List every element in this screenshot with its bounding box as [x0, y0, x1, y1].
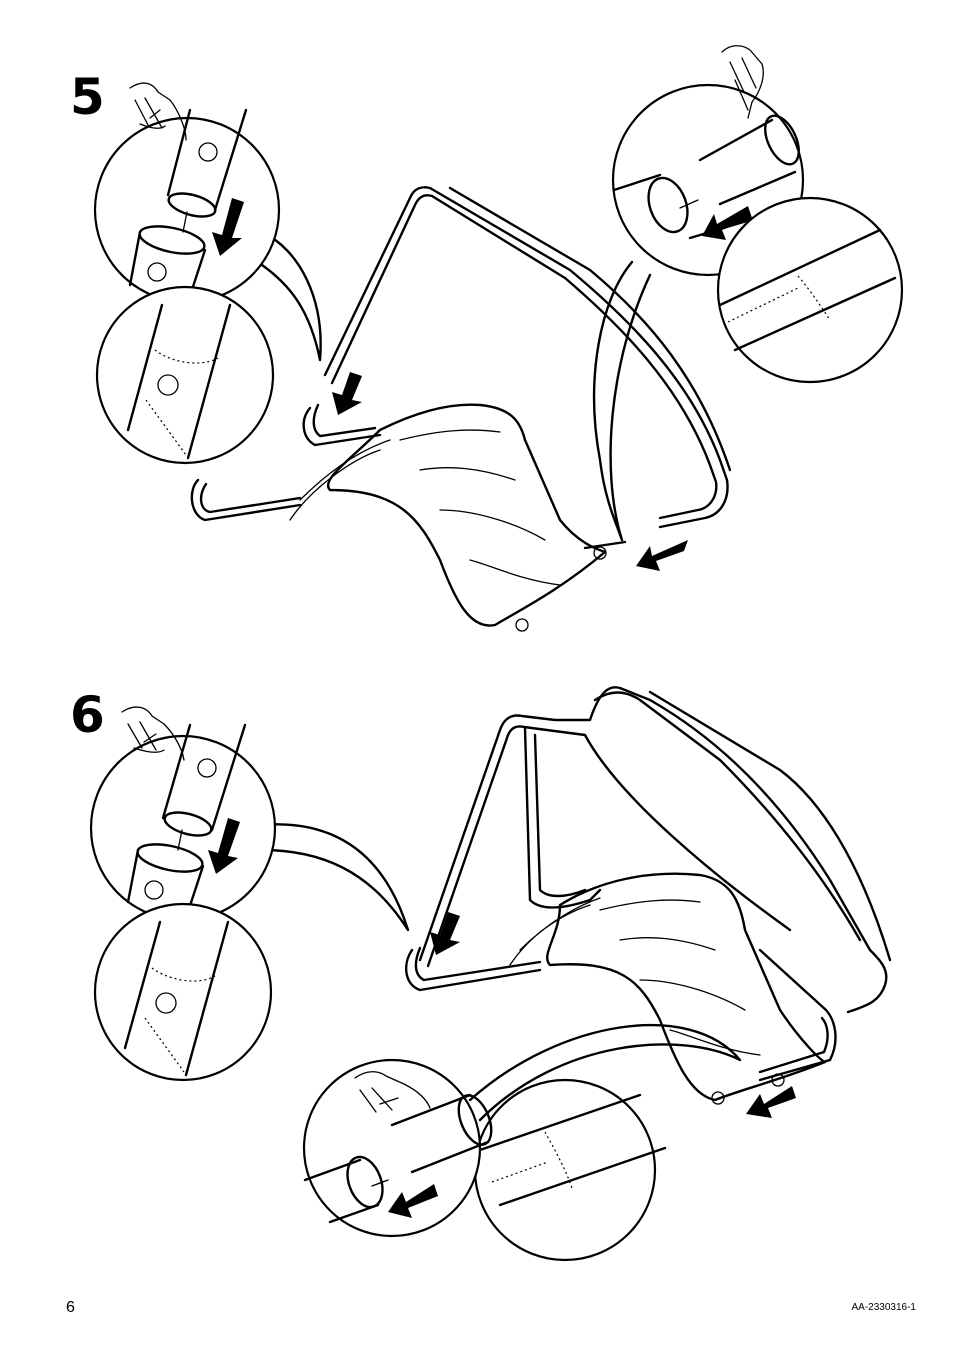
- pointing-hand-icon: [354, 1071, 431, 1113]
- pointing-hand-icon: [121, 706, 185, 761]
- left-arrow-icon: [702, 206, 752, 240]
- step-6-bottom-detail: [302, 1024, 742, 1262]
- step-6-left-detail: [89, 723, 410, 1082]
- down-arrow-icon: [208, 818, 240, 874]
- down-arrow-icon: [332, 372, 362, 415]
- step-5-right-detail: [592, 83, 904, 542]
- step-5-illustration: [93, 45, 904, 632]
- step-6-number: 6: [70, 686, 105, 744]
- step-5-seat-fabric: [289, 403, 607, 632]
- pointing-hand-icon: [129, 82, 187, 141]
- down-arrow-icon: [212, 198, 244, 256]
- step-5-number: 5: [70, 68, 105, 126]
- document-code: AA-2330316-1: [851, 1302, 917, 1313]
- step-5-left-detail: [93, 108, 322, 465]
- step-6-seat-fabric: [509, 872, 827, 1105]
- left-arrow-icon: [636, 540, 688, 571]
- page-number: 6: [66, 1299, 75, 1316]
- pointing-hand-icon: [721, 45, 764, 119]
- left-arrow-icon: [746, 1086, 796, 1118]
- down-arrow-icon: [430, 912, 460, 955]
- step-6-illustration: [89, 686, 892, 1262]
- step-6-frame: [404, 686, 892, 1082]
- left-arrow-icon: [388, 1184, 438, 1218]
